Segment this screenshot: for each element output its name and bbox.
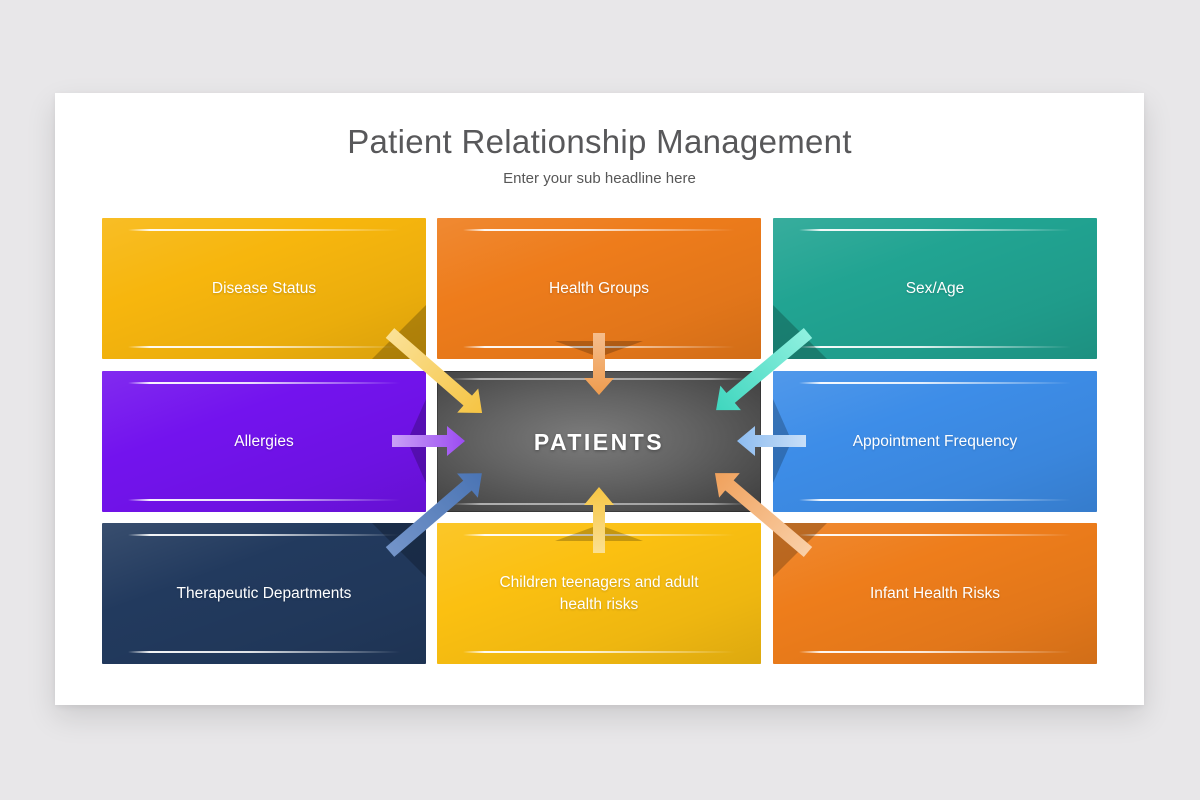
box-allergies: Allergies xyxy=(102,371,426,512)
box-therapeutic-departments: Therapeutic Departments xyxy=(102,523,426,664)
box-health-groups: Health Groups xyxy=(437,218,761,359)
box-patients-center: PATIENTS xyxy=(437,371,761,512)
box-label-infant-health-risks: Infant Health Risks xyxy=(869,584,1001,602)
box-sex-age: Sex/Age xyxy=(773,218,1097,359)
page-title: Patient Relationship Management xyxy=(347,123,852,160)
box-children-teenagers: Children teenagers and adult health risk… xyxy=(437,523,761,664)
box-label-therapeutic-departments: Therapeutic Departments xyxy=(176,584,352,602)
box-label-sex-age: Sex/Age xyxy=(905,279,965,297)
box-label-allergies: Allergies xyxy=(234,432,294,450)
box-label-appointment-frequency: Appointment Frequency xyxy=(852,432,1018,450)
box-label-health-groups: Health Groups xyxy=(549,279,649,297)
box-appointment-frequency: Appointment Frequency xyxy=(773,371,1097,512)
sub-headline-placeholder: Enter your sub headline here xyxy=(503,170,696,187)
box-infant-health-risks: Infant Health Risks xyxy=(773,523,1097,664)
box-disease-status: Disease Status xyxy=(102,218,426,359)
patients-label: PATIENTS xyxy=(533,428,665,455)
slide-card: Patient Relationship Management Enter yo… xyxy=(55,93,1144,705)
box-label-children-teenagers: Children teenagers and adult health risk… xyxy=(499,573,699,613)
box-label-disease-status: Disease Status xyxy=(211,279,317,297)
